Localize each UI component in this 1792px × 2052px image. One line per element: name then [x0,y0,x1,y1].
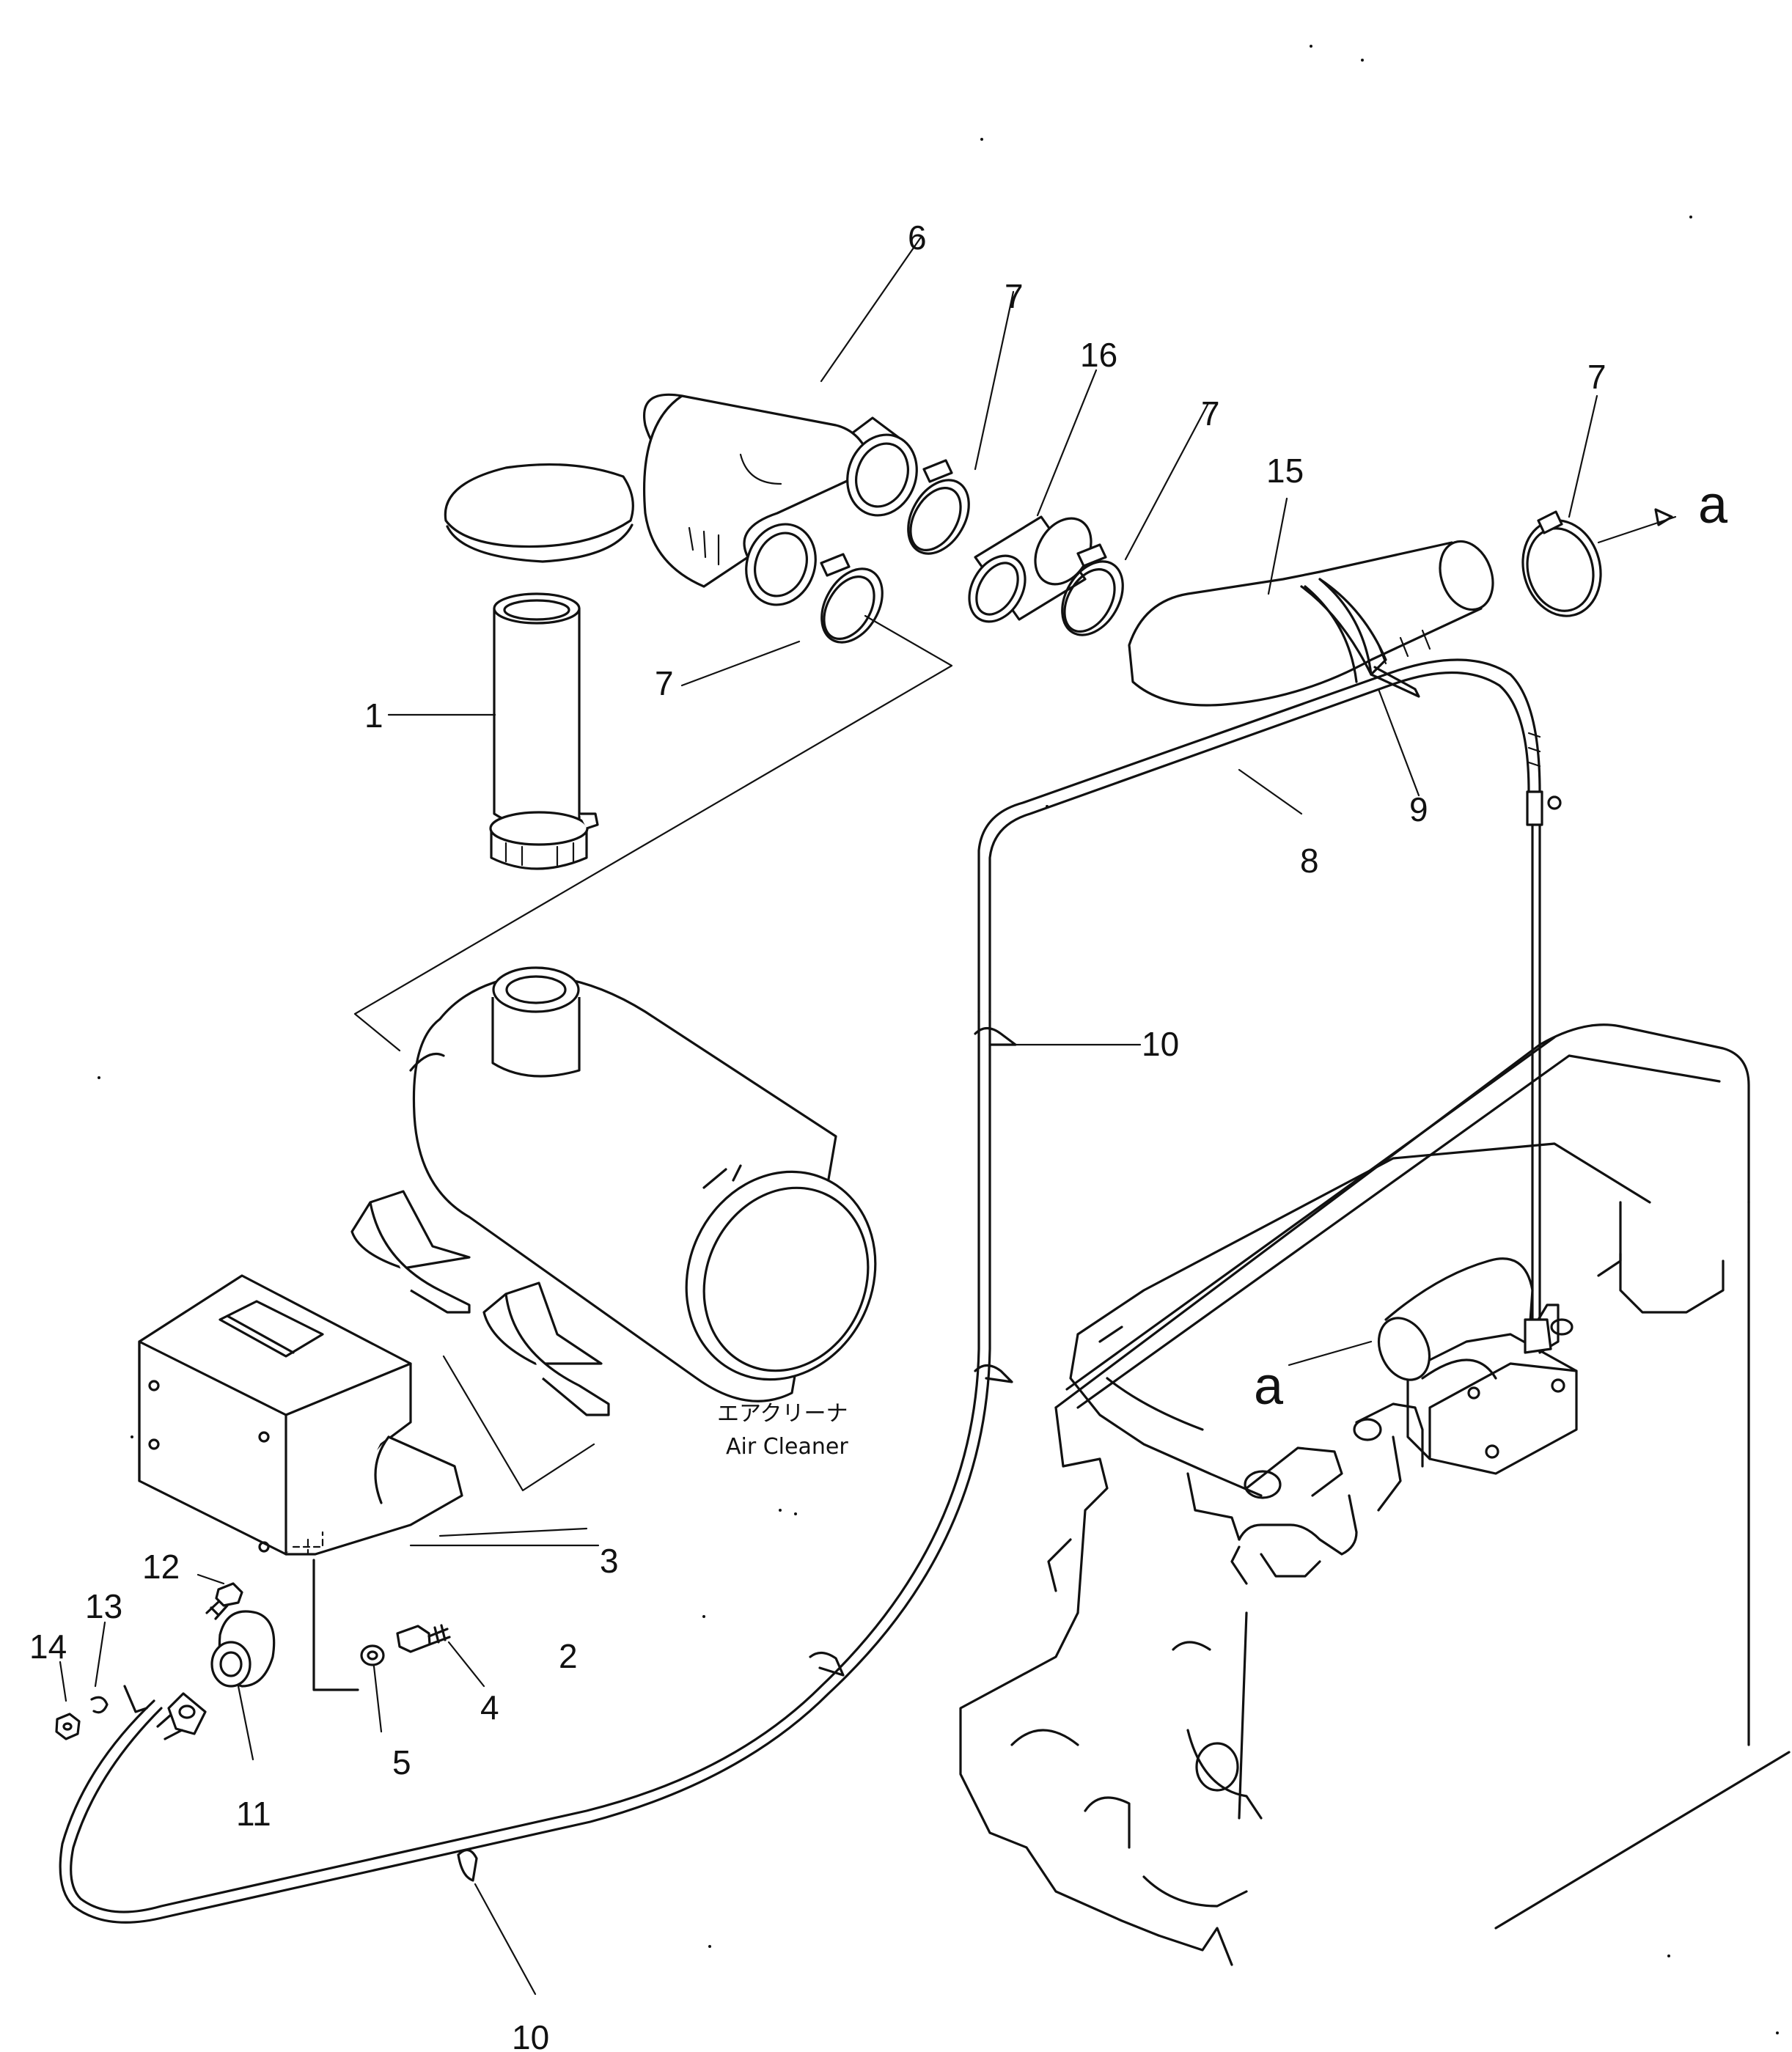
tube-clip-10-a [974,1026,1017,1046]
bolt-4 [396,1624,451,1653]
callout-13: 13 [85,1587,122,1625]
callout-14: 14 [29,1628,67,1666]
callout-5: 5 [392,1743,411,1781]
engine-block [959,1023,1791,1966]
callout-2: 2 [559,1637,578,1675]
fitting-elbow [156,1692,207,1740]
tube-clip-10-c [809,1651,845,1677]
callout-16: 16 [1080,336,1117,374]
bracket-2 [138,1274,463,1556]
hose-clamp-7-b [820,553,884,644]
leader-lines [59,237,1677,1996]
caption-japanese: エアクリーナ [717,1401,848,1427]
ref-mark-a-top: a [1698,476,1728,534]
nut-14 [55,1713,81,1740]
callout-7-top-center: 7 [1201,394,1220,433]
hose-clamp-7-c [1061,543,1124,636]
tube-clip-10-d [457,1849,478,1882]
callout-12: 12 [142,1548,180,1586]
callout-10-lower: 10 [512,2018,549,2052]
spring-washer-13 [90,1696,109,1714]
callout-15: 15 [1266,452,1304,490]
elbow-hose [1128,540,1494,707]
u-elbow-hose [642,393,918,606]
hose-clamp-7-a [907,459,970,555]
fitting-hidden-line [123,1685,148,1713]
inlet-pipe [489,592,599,870]
callout-1: 1 [364,696,383,735]
mounting-band-3 [350,1190,610,1416]
tube-clip-10-b [974,1364,1013,1383]
ref-mark-a-engine: a [1254,1357,1284,1416]
callout-7-lower: 7 [655,664,674,702]
bracket-hidden-line [312,1559,359,1691]
bolt-12 [205,1582,243,1620]
callout-7-top-left: 7 [1005,277,1024,315]
scan-specks [98,45,1779,2034]
callout-8: 8 [1300,842,1319,880]
callout-9: 9 [1409,790,1428,828]
callout-6: 6 [908,218,927,257]
caption-english: Air Cleaner [726,1434,848,1460]
air-cleaner-body [409,966,877,1402]
callout-3: 3 [600,1542,619,1580]
straight-sleeve [968,515,1093,623]
callout-4: 4 [480,1688,499,1726]
band-9 [1300,578,1420,698]
dust-cap [444,463,634,563]
indicator-11 [210,1610,276,1688]
hose-clamp-7-d [1521,510,1602,617]
callout-7-top-right: 7 [1587,358,1606,396]
callout-10-upper: 10 [1142,1025,1179,1063]
indicator-tube-8 [59,658,1562,1924]
callout-11: 11 [236,1795,271,1833]
washer-5 [360,1644,385,1666]
